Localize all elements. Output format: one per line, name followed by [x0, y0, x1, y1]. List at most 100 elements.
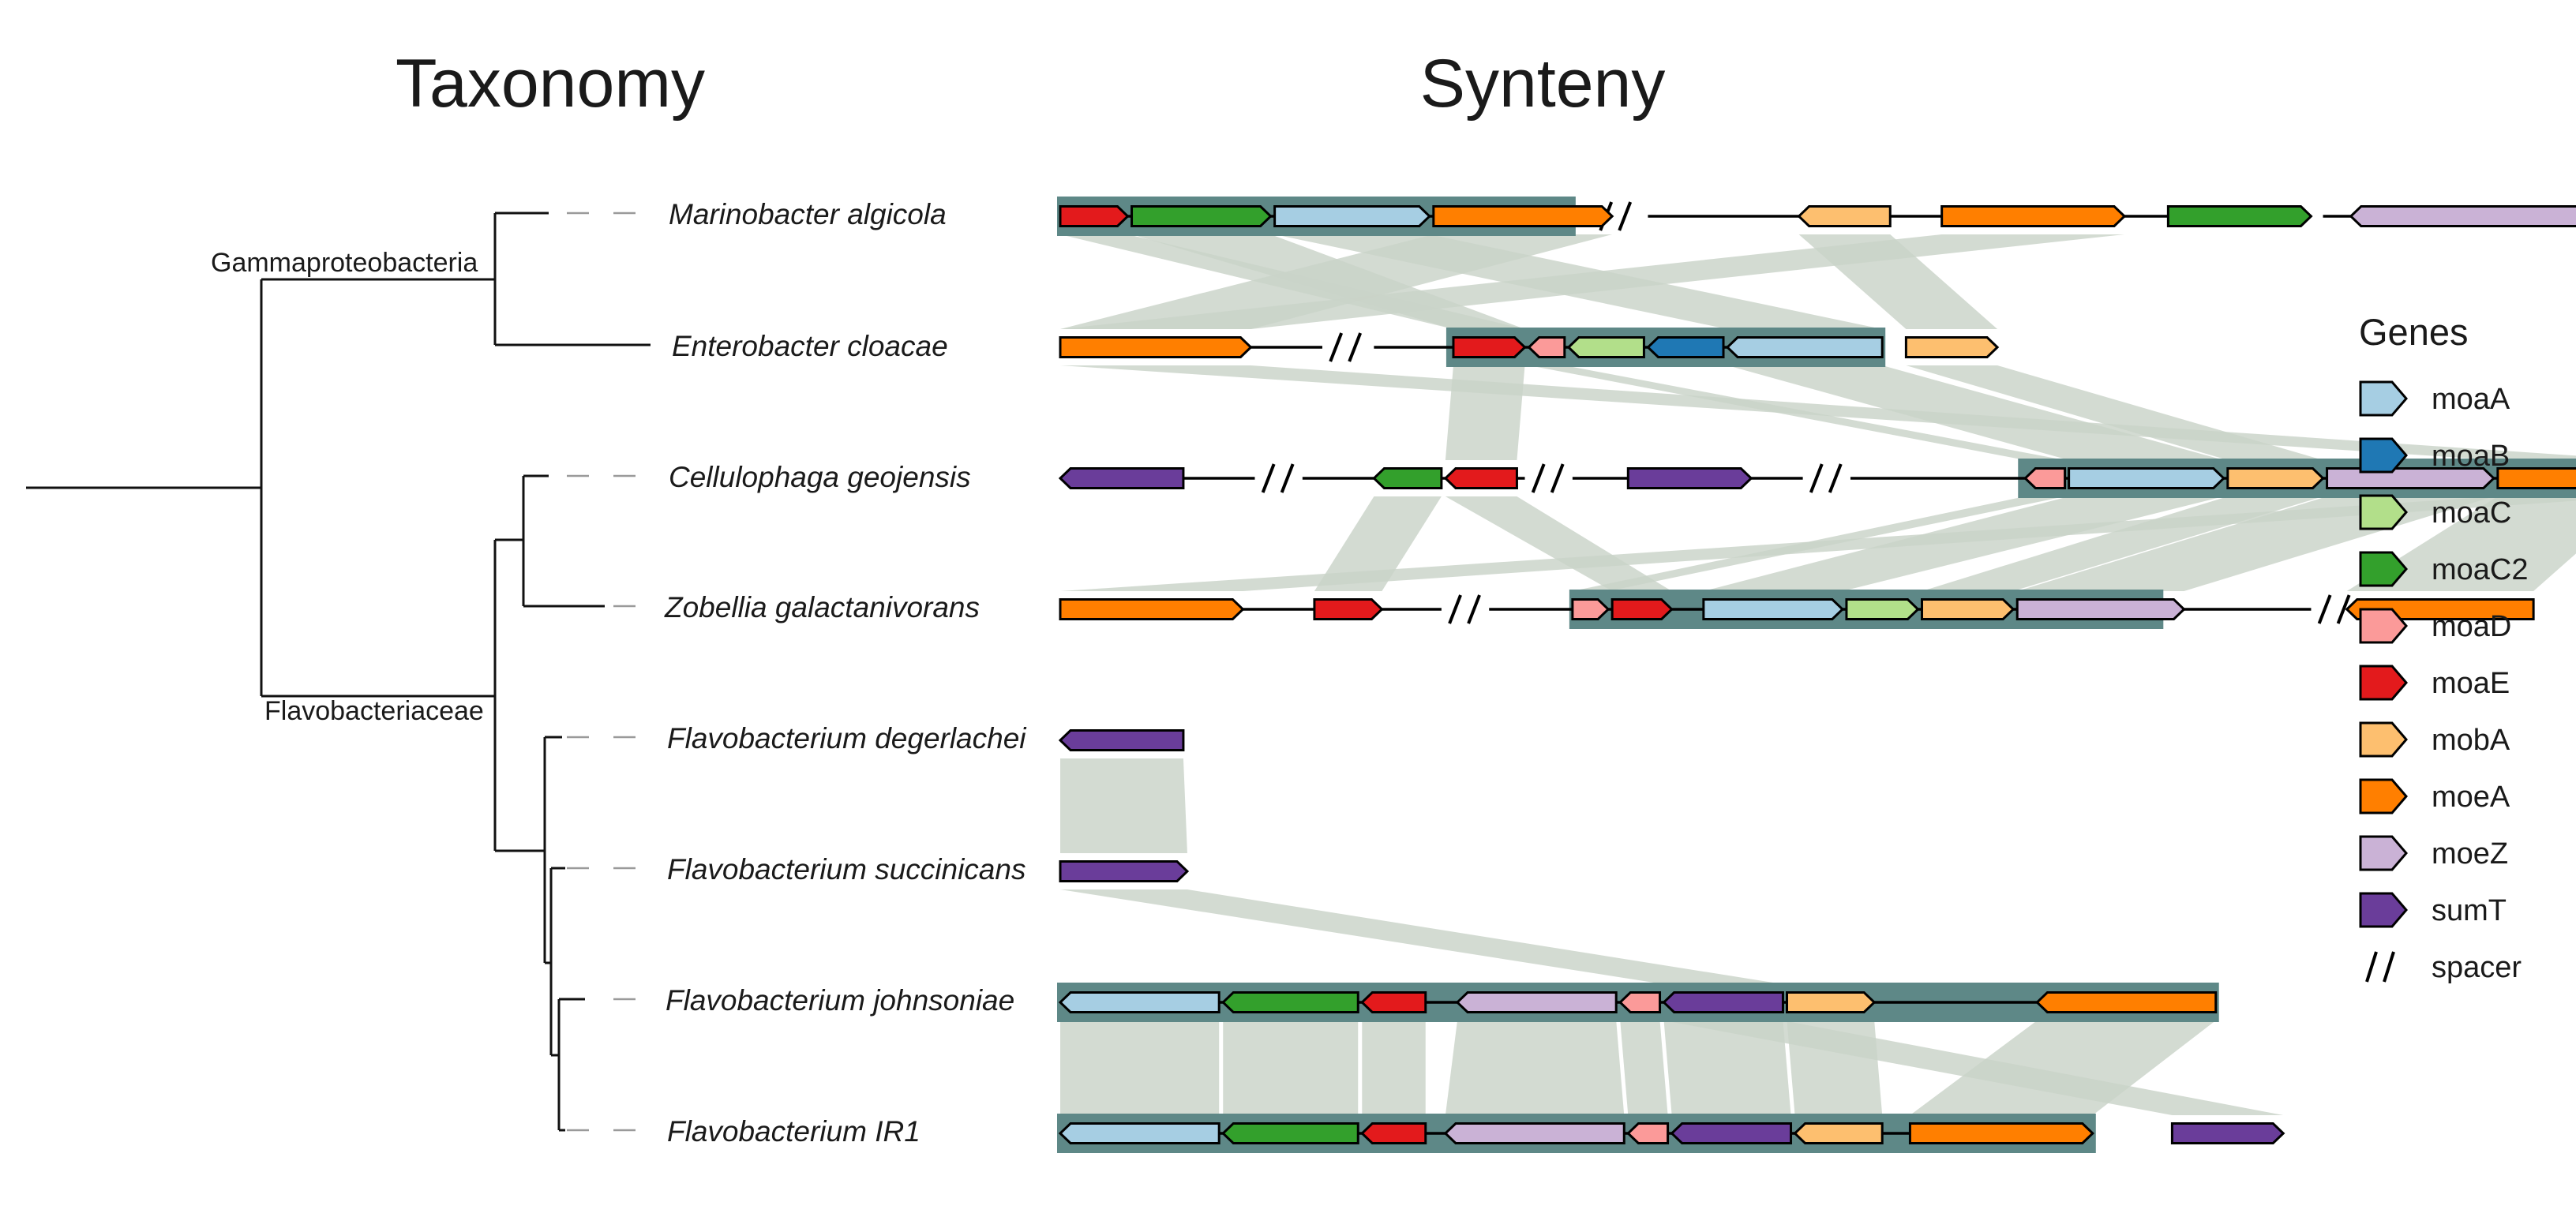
gene-moac: [1845, 598, 1920, 620]
synteny-link: [1362, 1020, 1426, 1115]
legend-label-moba: mobA: [2432, 724, 2510, 757]
legend-label-moac: moaC: [2432, 496, 2511, 530]
legend-title: Genes: [2359, 311, 2468, 353]
gene-moab: [1646, 336, 1725, 358]
gene-moea: [1908, 1122, 2094, 1144]
spacer-icon: [1448, 594, 1481, 624]
synteny-link: [1787, 1020, 1883, 1115]
gene-moba: [2226, 467, 2325, 489]
taxonomy-title: Taxonomy: [396, 46, 705, 122]
gene-moac2: [1131, 205, 1273, 227]
taxonomy-tree: Gammaproteobacteria Flavobacteriaceae: [26, 212, 651, 1132]
gene-moea: [1059, 598, 1245, 620]
synteny-link: [1314, 496, 1442, 591]
synteny-link: [1703, 496, 2224, 591]
species-label: Zobellia galactanivorans: [664, 591, 980, 623]
synteny-link: [1906, 365, 2323, 460]
gene-moez: [2326, 467, 2495, 489]
species-label: Cellulophaga geojensis: [669, 461, 971, 493]
gene-moez: [2349, 205, 2576, 227]
legend-swatch-moac: [2359, 494, 2408, 530]
gene-moad: [2023, 467, 2067, 489]
spacer-icon: [1261, 463, 1295, 493]
synteny-link: [1528, 365, 2065, 460]
gene-moaa: [1702, 598, 1845, 620]
synteny-link: [1445, 496, 1672, 591]
gene-sumt: [1058, 729, 1185, 751]
gene-moea: [2035, 991, 2218, 1013]
gene-moea: [1059, 336, 1253, 358]
synteny-link: [1727, 365, 2224, 460]
gene-moba: [1785, 991, 1877, 1013]
gene-moae: [1313, 598, 1384, 620]
species-label: Flavobacterium IR1: [667, 1115, 921, 1148]
legend-swatch-moab: [2359, 437, 2408, 474]
gene-moae: [1360, 1122, 1427, 1144]
legend-label-moaa: moaA: [2432, 383, 2510, 416]
synteny-link: [1445, 1020, 1625, 1115]
gene-moac2: [1221, 1122, 1359, 1144]
synteny-link: [1060, 889, 1783, 984]
gene-moad: [1527, 336, 1566, 358]
species-label: Marinobacter algicola: [669, 198, 947, 230]
gene-moez: [1443, 1122, 1625, 1144]
spacer-icon: [1531, 463, 1565, 493]
gene-sumt: [2170, 1122, 2285, 1144]
synteny-link: [1060, 758, 1187, 853]
gene-moez: [2015, 598, 2186, 620]
legend-swatch-moez: [2359, 835, 2408, 871]
gene-sumt: [1059, 860, 1190, 882]
legend-label-moad: moaD: [2432, 610, 2511, 643]
gene-moaa: [1058, 991, 1221, 1013]
taxon-label-flavobacteriaceae: Flavobacteriaceae: [264, 696, 484, 726]
gene-sumt: [1626, 467, 1753, 489]
gene-sumt: [1670, 1122, 1793, 1144]
gene-moba: [1797, 205, 1892, 227]
taxon-label-gammaproteobacteria: Gammaproteobacteria: [211, 248, 478, 278]
gene-moad: [1626, 1122, 1670, 1144]
legend-swatch-moba: [2359, 721, 2408, 758]
legend-swatch-sumt: [2359, 892, 2408, 928]
synteny-title: Synteny: [1420, 46, 1666, 122]
gene-moba: [1793, 1122, 1884, 1144]
legend-swatch-moea: [2359, 778, 2408, 814]
gene-moae: [1452, 336, 1527, 358]
legend-spacer-icon: [2365, 951, 2395, 983]
species-label: Flavobacterium succinicans: [667, 853, 1026, 886]
gene-moae: [1360, 991, 1427, 1013]
gene-moaa: [2068, 467, 2225, 489]
gene-sumt: [1662, 991, 1784, 1013]
legend-swatch-moae: [2359, 665, 2408, 701]
synteny-link: [1060, 496, 2576, 591]
synteny-link: [1060, 234, 2125, 329]
legend-label-moae: moaE: [2432, 667, 2510, 700]
species-labels: Marinobacter algicola Enterobacter cloac…: [664, 198, 1027, 1148]
legend-label-sumt: sumT: [2432, 894, 2507, 927]
gene-moea: [2496, 467, 2576, 489]
spacer-icon: [1329, 332, 1363, 362]
synteny-link: [1060, 1020, 1220, 1115]
gene-sumt: [1058, 467, 1185, 489]
synteny-link: [1663, 1020, 1791, 1115]
synteny-link: [1620, 1020, 1668, 1115]
spacer-icon: [1809, 463, 1843, 493]
gene-moea: [1940, 205, 2127, 227]
gene-moae: [1610, 598, 1674, 620]
gene-moad: [1571, 598, 1610, 620]
species-label: Flavobacterium degerlachei: [667, 722, 1027, 755]
gene-moac2: [1221, 991, 1359, 1013]
legend-label-moab: moaB: [2432, 440, 2510, 473]
gene-moaa: [1058, 1122, 1221, 1144]
gene-moae: [1059, 205, 1130, 227]
gene-moae: [1443, 467, 1518, 489]
species-label: Enterobacter cloacae: [672, 330, 948, 362]
legend-label-moea: moeA: [2432, 781, 2510, 814]
gene-moez: [1455, 991, 1618, 1013]
synteny-link: [1445, 365, 1525, 460]
genes: [1058, 205, 2576, 1144]
synteny-link: [1910, 1020, 2216, 1115]
legend-label-moez: moeZ: [2432, 837, 2508, 871]
gene-moea: [1432, 205, 1614, 227]
gene-moba: [1904, 336, 2000, 358]
